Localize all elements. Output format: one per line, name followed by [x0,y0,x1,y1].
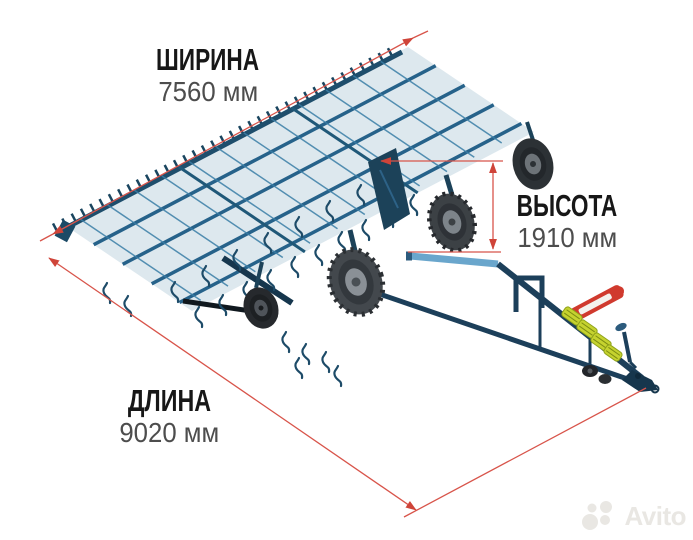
wheel-front-big [326,247,386,317]
red-marker-plates [570,285,625,321]
height-dimension-line [380,157,503,253]
spring-packs [561,306,623,362]
length-dimension-line [48,257,647,518]
wheel-middle [426,191,478,253]
width-dimension-line [39,30,429,242]
wheel-far-right [512,138,554,190]
